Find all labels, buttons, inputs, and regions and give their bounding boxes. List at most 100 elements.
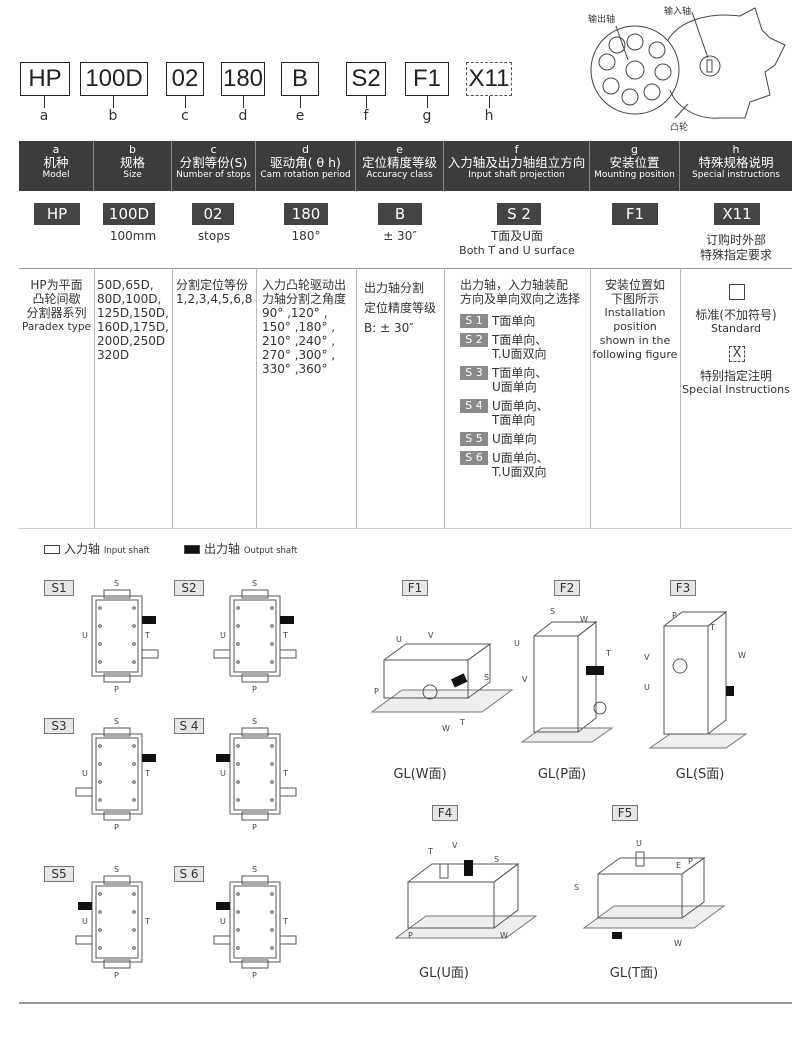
example-tag-projection: S 2 xyxy=(497,203,541,225)
f1-input-shaft xyxy=(422,684,438,700)
s6-label: S 6 xyxy=(174,866,204,882)
s6-input-shaft xyxy=(213,935,231,945)
example-sub-size: 100mm xyxy=(109,229,157,243)
s5-bolt xyxy=(132,928,136,932)
f3-base-plate xyxy=(648,733,748,749)
s5-top-flange xyxy=(103,875,131,885)
f2-front xyxy=(533,635,579,733)
f1-face-p: P xyxy=(374,687,379,696)
s4-face-p: P xyxy=(252,823,257,832)
s1-face-s: S xyxy=(114,579,119,588)
f4-base-plate xyxy=(394,915,538,939)
f5-input-shaft xyxy=(635,851,645,867)
s3-face-s: S xyxy=(114,717,119,726)
f4-output-shaft xyxy=(464,860,473,876)
f4-caption: GL(U面) xyxy=(419,966,469,981)
s2-bolt xyxy=(270,624,274,628)
s3-bolt xyxy=(98,762,102,766)
f5-face-u: U xyxy=(636,839,642,848)
s1-housing-inner xyxy=(95,599,139,673)
s2-output-shaft xyxy=(280,616,294,624)
s3-bottom-flange xyxy=(103,811,131,821)
s3-face-u: U xyxy=(82,769,88,778)
s3-housing xyxy=(91,733,143,815)
s4-input-shaft xyxy=(279,787,297,797)
s4-bolt xyxy=(270,762,274,766)
f4-label: F4 xyxy=(432,805,458,821)
f1-face-t: T xyxy=(459,718,465,727)
s6-output-shaft xyxy=(216,902,230,910)
s2-bolt xyxy=(236,606,240,610)
s4-face-s: S xyxy=(252,717,257,726)
s5-label: S5 xyxy=(44,866,74,882)
f4-top xyxy=(407,863,520,883)
s2-face-s: S xyxy=(252,579,257,588)
s3-top-flange xyxy=(103,727,131,737)
s1-label: S1 xyxy=(44,580,74,596)
cam-label-cam: 凸轮 xyxy=(670,121,688,133)
code-box-h: X11 xyxy=(466,62,512,96)
f2-side xyxy=(577,620,597,733)
s3-label: S3 xyxy=(44,718,74,734)
s2-bolt xyxy=(270,606,274,610)
f1-top xyxy=(383,643,492,661)
s3-bolt xyxy=(98,780,102,784)
s2-bottom-flange xyxy=(241,673,269,683)
output-shaft-legend-icon xyxy=(184,545,200,554)
code-letter-f: f xyxy=(363,108,369,124)
code-letter-e: e xyxy=(295,108,305,124)
f1-base-plate xyxy=(370,689,514,713)
code-box-b: 100D xyxy=(80,62,148,96)
s1-bolt xyxy=(132,606,136,610)
s1-face-p: P xyxy=(114,685,119,694)
code-box-c: 02 xyxy=(166,62,204,96)
s6-face-p: P xyxy=(252,971,257,980)
cam-label-output-shaft: 输出轴 xyxy=(588,13,615,25)
example-tag-size: 100D xyxy=(103,203,155,225)
s5-bolt xyxy=(132,910,136,914)
code-box-d: 180 xyxy=(221,62,265,96)
cam-label-input-shaft: 输入轴 xyxy=(664,5,691,17)
s1-face-t: T xyxy=(144,631,150,640)
f3-face-t: T xyxy=(709,623,715,632)
s4-bolt xyxy=(236,798,240,802)
f1-face-u: U xyxy=(396,635,402,644)
s1-bolt xyxy=(132,642,136,646)
s6-bolt xyxy=(236,892,240,896)
s2-bolt xyxy=(270,642,274,646)
f2-label: F2 xyxy=(554,580,580,596)
example-sub-stops: stops xyxy=(197,229,231,243)
s5-face-p: P xyxy=(114,971,119,980)
s2-bolt xyxy=(236,642,240,646)
detail-special-standard: 标准(不加符号)Standard xyxy=(695,308,777,335)
s4-housing xyxy=(229,733,281,815)
f4-face-v: V xyxy=(452,841,458,850)
s1-bolt xyxy=(98,660,102,664)
s6-housing-inner xyxy=(233,885,277,959)
s4-bolt xyxy=(270,780,274,784)
code-letter-g: g xyxy=(422,108,432,124)
table-header-band xyxy=(19,141,792,191)
f4-side xyxy=(493,863,519,929)
s2-label: S2 xyxy=(174,580,204,596)
f3-input-shaft xyxy=(672,658,688,674)
f4-face-w: W xyxy=(500,931,508,940)
f5-face-w: W xyxy=(674,939,682,948)
f3-caption: GL(S面) xyxy=(675,767,725,782)
s2-top-flange xyxy=(241,589,269,599)
f2-face-v: V xyxy=(522,675,528,684)
table-bottom-border xyxy=(19,528,792,529)
s1-bolt xyxy=(98,606,102,610)
s5-bolt xyxy=(98,928,102,932)
